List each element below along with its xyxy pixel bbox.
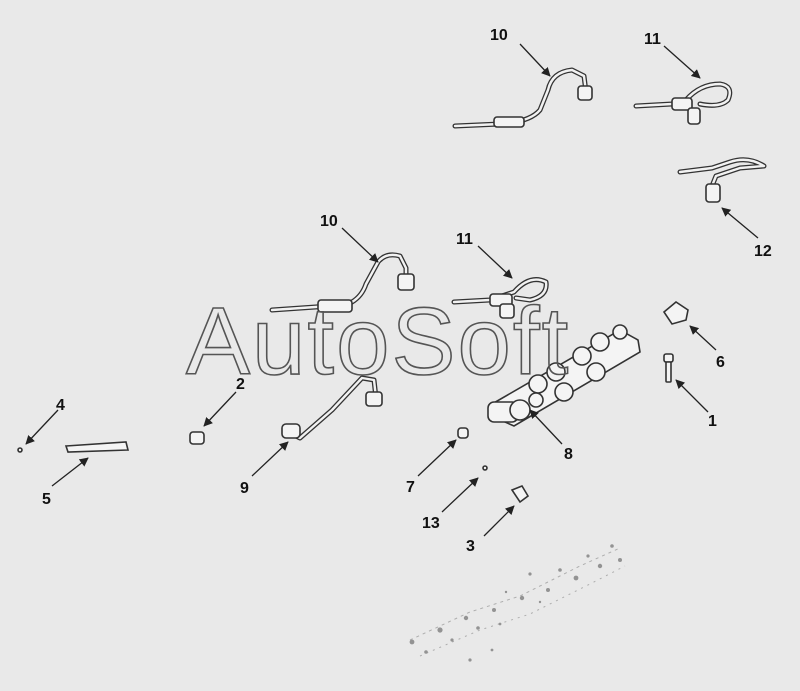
rod-5: [64, 441, 130, 453]
callout-1: 1: [708, 413, 717, 430]
callout-8: 8: [564, 446, 573, 463]
callout-4: 4: [56, 397, 65, 414]
leader-lines: [25, 43, 759, 537]
callout-10-middle: 10: [320, 213, 338, 230]
callout-13: 13: [422, 515, 440, 532]
callout-2: 2: [236, 376, 245, 393]
callout-3: 3: [466, 538, 475, 555]
callout-10-top: 10: [490, 27, 508, 44]
seal-13: [482, 465, 488, 471]
bolt-1: [663, 353, 674, 383]
callout-5: 5: [42, 491, 51, 508]
callout-11-top: 11: [644, 31, 661, 48]
callout-9: 9: [240, 480, 249, 497]
callout-12: 12: [754, 243, 772, 260]
callout-6: 6: [716, 354, 725, 371]
nut-2: [189, 431, 205, 445]
watermark-text: AutoSoft: [186, 288, 570, 395]
washer-4: [17, 447, 23, 453]
fitting-6: [662, 301, 689, 325]
plug-7: [457, 427, 469, 439]
fuel-line-12: [677, 157, 767, 203]
clip-3: [510, 485, 530, 504]
tee-fitting-11-middle: [451, 277, 549, 319]
fuel-manifold-8: [487, 324, 641, 427]
ghost-assembly: [409, 544, 626, 662]
callout-11-middle: 11: [456, 231, 473, 248]
fuel-line-10-top: [452, 67, 593, 129]
fuel-line-10-middle: [269, 252, 415, 313]
fuel-line-9: [281, 375, 383, 441]
tee-fitting-11-top: [633, 81, 733, 125]
callout-7: 7: [406, 479, 415, 496]
